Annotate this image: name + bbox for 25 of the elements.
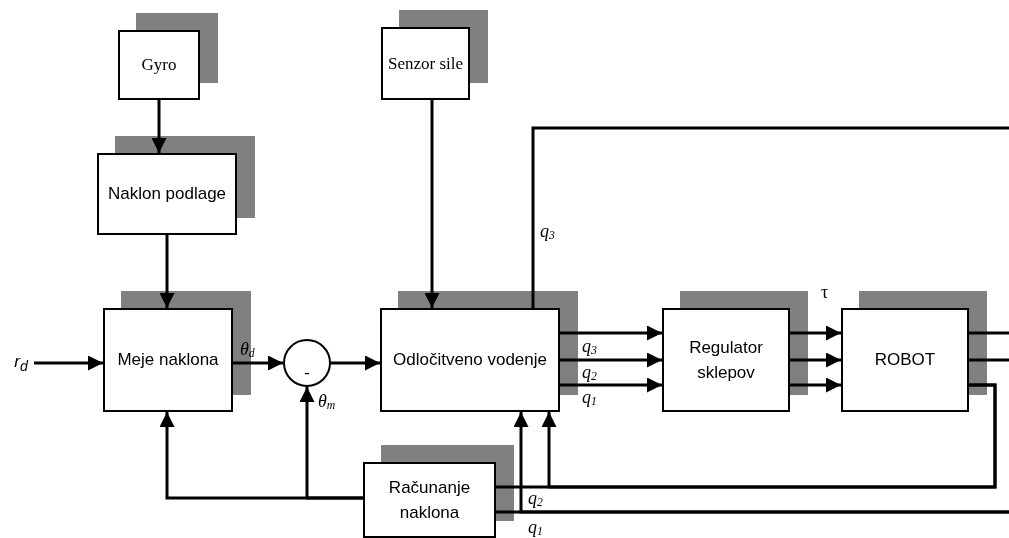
edge-label: q$_{2}$	[582, 363, 597, 381]
edge-label: τ	[821, 283, 829, 301]
arrow	[560, 325, 662, 341]
edge-label: q$_{1}$	[528, 518, 543, 536]
arrow	[159, 235, 175, 308]
arrow	[159, 412, 363, 500]
summing-junction: -	[283, 339, 331, 387]
edge-label: θ$_{m}$	[318, 392, 336, 410]
arrow	[233, 355, 283, 371]
arrow	[513, 412, 1009, 514]
arrow	[560, 377, 662, 393]
arrow	[790, 377, 841, 393]
edge-label: q$_{3}$	[540, 222, 555, 240]
arrow	[34, 355, 103, 371]
arrow	[790, 352, 841, 368]
arrow	[424, 100, 440, 308]
edge-label: q$_{2}$	[528, 489, 543, 507]
arrow	[151, 100, 167, 153]
edge-label: q$_{1}$	[582, 388, 597, 406]
edge-label: θ$_{d}$	[240, 340, 255, 358]
edge-label: q$_{3}$	[582, 337, 597, 355]
signal-label: r$_{d}$	[8, 350, 34, 376]
arrow	[560, 352, 662, 368]
arrow	[331, 355, 380, 371]
arrow	[790, 325, 841, 341]
